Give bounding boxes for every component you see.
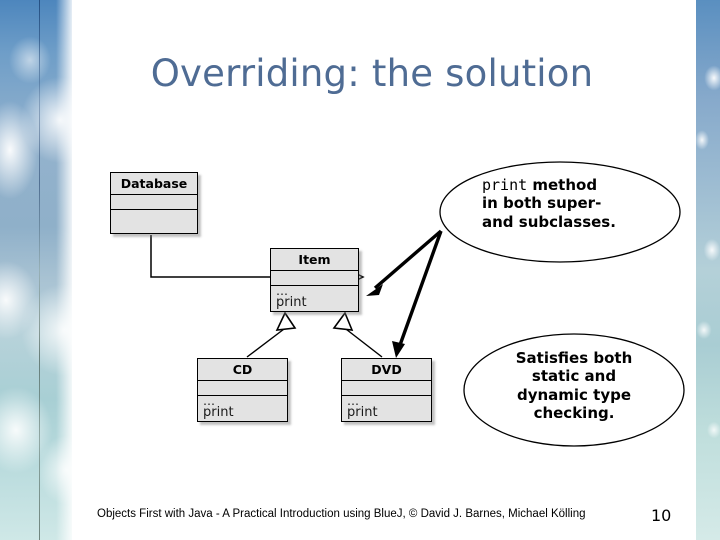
uml-attributes-compartment [342, 381, 431, 396]
callout-line-4: checking. [533, 403, 615, 422]
callout-print-method[interactable]: print method in both super- and subclass… [438, 160, 682, 264]
uml-class-name: Item [271, 249, 358, 271]
uml-operations-ellipsis: … [203, 394, 216, 408]
inheritance-dvd-item [332, 311, 383, 358]
callout-print-method-text: print method in both super- and subclass… [482, 176, 672, 231]
callout-arrow-to-item [366, 229, 443, 296]
uml-operations-compartment: … print [198, 394, 287, 421]
callout-line-2: in both super- [482, 194, 602, 213]
callout-ellipse-shape [439, 161, 681, 263]
callout-line-1: Satisfies both [515, 349, 633, 367]
callout-arrow-to-dvd [392, 230, 443, 358]
right-strip-fade-overlay [686, 0, 696, 540]
page-number: 10 [651, 506, 672, 525]
callout-ellipse-shape [463, 333, 685, 447]
callout-line-1: print method [482, 176, 672, 194]
callout-line-1-rest: method [527, 176, 598, 194]
uml-operation-print: print [203, 405, 234, 420]
uml-operations-ellipsis: … [276, 284, 289, 298]
callout-type-checking-text: Satisfies both static and dynamic type c… [476, 349, 672, 422]
uml-operations-ellipsis: … [347, 394, 360, 408]
uml-class-dvd[interactable]: DVD … print [341, 358, 432, 422]
uml-operation-print: print [347, 405, 378, 420]
callout-mono-print: print [482, 176, 528, 194]
callout-line-3: and subclasses. [482, 212, 616, 231]
uml-attributes-compartment [271, 271, 358, 286]
uml-class-name: CD [198, 359, 287, 381]
uml-class-name: Database [111, 173, 197, 195]
uml-class-cd[interactable]: CD … print [197, 358, 288, 422]
page-title: Overriding: the solution [150, 52, 594, 95]
uml-operations-compartment: … print [342, 394, 431, 421]
callout-line-3: dynamic type [516, 385, 632, 404]
uml-class-name: DVD [342, 359, 431, 381]
uml-attributes-compartment [111, 195, 197, 210]
uml-operations-compartment [111, 210, 197, 233]
inheritance-cd-item [246, 311, 297, 358]
uml-operations-compartment: … print [271, 284, 358, 311]
callout-line-2: static and [531, 367, 617, 386]
uml-operation-print: print [276, 295, 307, 310]
footer-attribution: Objects First with Java - A Practical In… [97, 508, 586, 520]
callout-type-checking[interactable]: Satisfies both static and dynamic type c… [462, 332, 686, 448]
uml-attributes-compartment [198, 381, 287, 396]
uml-class-database[interactable]: Database [110, 172, 198, 234]
uml-class-item[interactable]: Item … print [270, 248, 359, 312]
